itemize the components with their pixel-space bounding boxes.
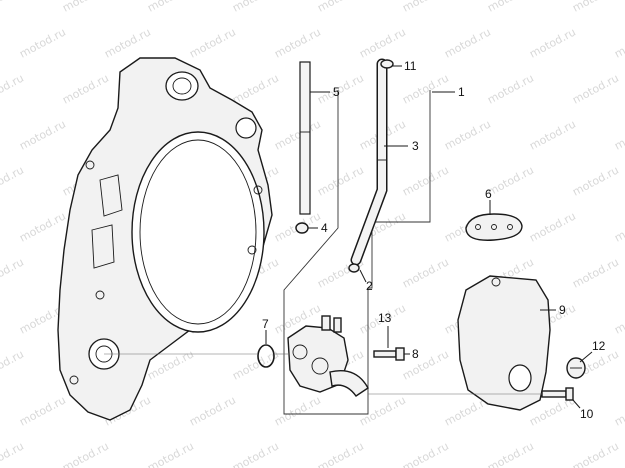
watermark-text: motod.ru xyxy=(612,117,625,152)
watermark-text: motod.ru xyxy=(17,209,68,244)
watermark-text: motod.ru xyxy=(357,393,408,428)
watermark-text: motod.ru xyxy=(17,25,68,60)
watermark-text: motod.ru xyxy=(570,255,621,290)
fitting-part xyxy=(348,263,360,273)
watermark-text: motod.ru xyxy=(0,347,26,382)
watermark-text: motod.ru xyxy=(400,163,451,198)
callout-8: 8 xyxy=(412,347,419,361)
watermark-text: motod.ru xyxy=(0,439,26,468)
watermark-text: motod.ru xyxy=(0,0,26,15)
watermark-text: motod.ru xyxy=(485,163,536,198)
cap-part xyxy=(380,59,394,69)
watermark-text: motod.ru xyxy=(0,71,26,106)
watermark-text: motod.ru xyxy=(230,71,281,106)
watermark-text: motod.ru xyxy=(315,439,366,468)
watermark-text: motod.ru xyxy=(230,439,281,468)
pump-cover xyxy=(457,275,551,411)
watermark-text: motod.ru xyxy=(570,0,621,15)
callout-3: 3 xyxy=(412,139,419,153)
watermark-text: motod.ru xyxy=(60,71,111,106)
callout-4: 4 xyxy=(321,221,328,235)
watermark-text: motod.ru xyxy=(17,393,68,428)
watermark-text: motod.ru xyxy=(145,0,196,15)
watermark-text: motod.ru xyxy=(442,117,493,152)
watermark-text: motod.ru xyxy=(485,71,536,106)
callout-2: 2 xyxy=(366,279,373,293)
watermark-text: motod.ru xyxy=(187,393,238,428)
watermark-text: motod.ru xyxy=(357,25,408,60)
watermark-text: motod.ru xyxy=(272,117,323,152)
watermark-text: motod.ru xyxy=(272,393,323,428)
callout-11: 11 xyxy=(404,59,417,73)
watermark-text: motod.ru xyxy=(400,347,451,382)
watermark-text: motod.ru xyxy=(570,71,621,106)
sleeve-part xyxy=(295,222,309,234)
watermark-text: motod.ru xyxy=(60,0,111,15)
callout-7: 7 xyxy=(262,317,269,331)
watermark-text: motod.ru xyxy=(527,209,578,244)
gasket-plate xyxy=(465,213,523,241)
watermark-text: motod.ru xyxy=(60,439,111,468)
watermark-text: motod.ru xyxy=(187,25,238,60)
watermark-text: motod.ru xyxy=(0,163,26,198)
watermark-text: motod.ru xyxy=(570,163,621,198)
watermark-text: motod.ru xyxy=(400,255,451,290)
oil-pump xyxy=(287,315,369,397)
watermark-text: motod.ru xyxy=(315,163,366,198)
callout-6: 6 xyxy=(485,187,492,201)
callouts: 1 2 3 4 5 6 7 8 9 10 11 12 13 xyxy=(262,59,606,421)
callout-5: 5 xyxy=(333,85,340,99)
screw-8 xyxy=(373,347,405,361)
callout-12: 12 xyxy=(592,339,606,353)
watermark-text: motod.ru xyxy=(485,0,536,15)
watermark-text: motod.ru xyxy=(400,439,451,468)
watermark-text: motod.ru xyxy=(400,0,451,15)
watermark-text: motod.ru xyxy=(570,439,621,468)
bent-pipe xyxy=(350,58,388,266)
engine-cover xyxy=(57,57,273,421)
watermark-text: motod.ru xyxy=(400,71,451,106)
screw-10 xyxy=(541,387,574,401)
watermark-text: motod.ru xyxy=(612,301,625,336)
callout-9: 9 xyxy=(559,303,566,317)
watermark-text: motod.ru xyxy=(272,25,323,60)
pipe-rod xyxy=(299,61,311,215)
callout-1: 1 xyxy=(458,85,465,99)
watermark-text: motod.ru xyxy=(612,393,625,428)
watermark-text: motod.ru xyxy=(315,0,366,15)
leader-lines xyxy=(265,65,593,409)
o-ring xyxy=(257,344,275,368)
watermark-text: motod.ru xyxy=(442,25,493,60)
watermark-text: motod.ru xyxy=(102,25,153,60)
watermark-text: motod.ru xyxy=(145,439,196,468)
watermark-text: motod.ru xyxy=(612,209,625,244)
callout-10: 10 xyxy=(580,407,594,421)
assembly-frame xyxy=(283,90,431,415)
watermark-text: motod.ru xyxy=(230,0,281,15)
watermark-text: motod.ru xyxy=(0,255,26,290)
watermark-text: motod.ru xyxy=(17,117,68,152)
watermark-text: motod.ru xyxy=(485,439,536,468)
callout-13: 13 xyxy=(378,311,392,325)
watermark-text: motod.ru xyxy=(527,25,578,60)
watermark-text: motod.ru xyxy=(612,25,625,60)
watermark-text: motod.ru xyxy=(315,71,366,106)
watermark-text: motod.ru xyxy=(527,117,578,152)
drain-plug xyxy=(566,357,586,379)
